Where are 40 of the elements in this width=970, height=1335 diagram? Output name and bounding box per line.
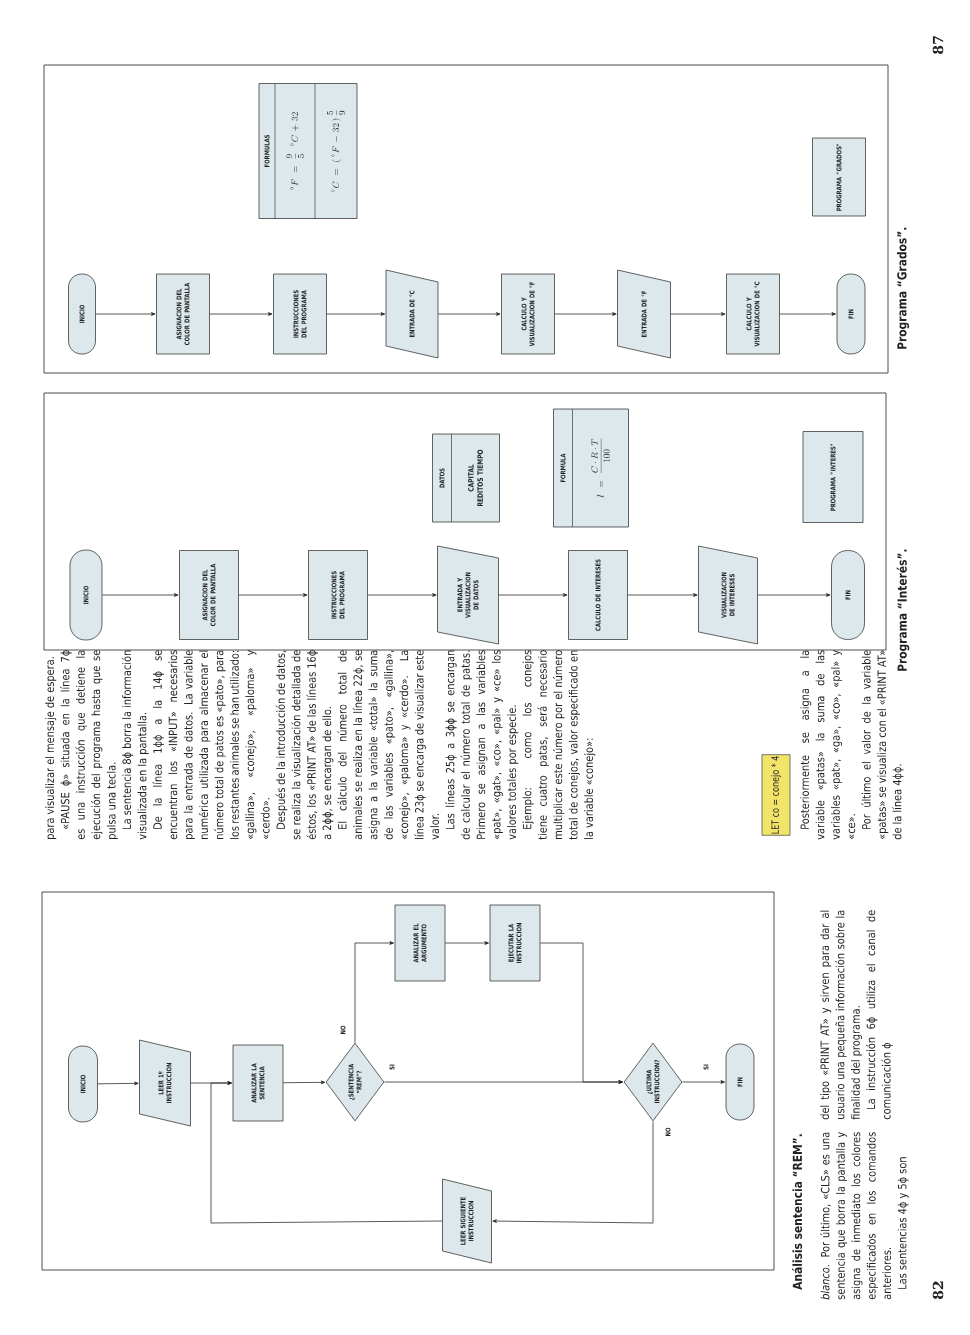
paragraph: La sentencia 8ϕ borra la información visualizada en la pantalla. <box>121 650 149 840</box>
paragraph: para visualizar el mensaje de espera. <box>45 657 57 839</box>
paragraph: El cálculo del número total de animales se realiza en la línea 22ϕ, se asigna a la variable «total» la suma de las variables «pato», «gallina», «conejo», «paloma» y «cerdo». La línea 23ϕ se encarga de visualizar este valor. <box>337 650 439 840</box>
arrow <box>437 312 501 316</box>
page-number: 87 <box>932 36 944 54</box>
arrow <box>554 312 617 316</box>
paragraph: «PAUSE ϕ» situada en la línea 7ϕ es una instrucción que detiene la ejecución del programa hasta que se pulsa una tecla. <box>60 650 118 840</box>
code-box: LET co = conejo * 4 <box>761 754 791 836</box>
paragraph: Ejemplo: como los conejos tiene cuatro patas, será necesario multiplicar este número por el número total de conejos, valor especificado en la variable «conejo»: <box>522 650 596 840</box>
figure-caption: Programa “Interés”. <box>896 549 910 671</box>
arrow <box>354 941 394 1044</box>
arrow <box>210 1081 443 1224</box>
arrow <box>97 1081 139 1086</box>
paragraph: del tipo «PRINT AT» y sirven para dar al usuario una pequeña información sobre la finalidad del programa. <box>820 910 863 1120</box>
arrow <box>367 593 437 597</box>
arrow <box>326 312 386 316</box>
arrow <box>682 1080 725 1084</box>
figure-caption: Análisis sentencia “REM”. <box>791 1134 803 1290</box>
paragraph: De la línea 1ϕϕ a la 14ϕ se encuentran los «INPUT» necesarios para la entrada de datos. La variable numérica utilizada para almacenar el número total de patos es «pato», para los restantes animales se han utilizado: «gallina», «conejo», «paloma» y «cerdo». <box>152 650 270 840</box>
paragraph: blanco. Por último, «CLS» es una sentencia que borra la pantalla y asigna de inmediato los colores especificados en los comandos anteriores. <box>820 1132 892 1300</box>
arrow <box>779 312 836 316</box>
arrow <box>238 593 308 597</box>
paragraph: La instrucción 6ϕ utiliza el canal de comunicación ϕ <box>865 910 893 1120</box>
paragraph: Posteriormente se asigna a la variable «patas» la suma de las variables «pat», «ga», «co», «pal» y «ce». <box>800 650 856 840</box>
arrow <box>209 312 273 316</box>
arrow <box>757 593 831 597</box>
arrow <box>101 593 179 597</box>
arrow <box>384 1080 623 1084</box>
arrow <box>492 1121 654 1224</box>
arrow <box>282 1080 326 1085</box>
arrow <box>627 593 698 597</box>
page-number: 82 <box>932 1281 944 1300</box>
figure-caption: Programa “Grados”. <box>896 227 910 349</box>
arrow <box>498 593 568 597</box>
paragraph: Después de la introducción de datos, se realiza la visualización detallada de éstos, los «PRINT AT» de las líneas 16ϕ a 2ϕϕ, se encargan de ello. <box>275 650 334 840</box>
arrow <box>95 312 156 316</box>
paragraph: Las sentencias 4ϕ y 5ϕ son <box>897 1157 909 1289</box>
arrow <box>670 312 726 316</box>
arrow <box>444 941 489 945</box>
paragraph: Las líneas 25ϕ a 3ϕϕ se encargan de calcular el número total de patas. Primero se asignan a las variables «pat», «gat», «co», «pal» y «ce» los valores totales por especie. <box>445 650 519 840</box>
